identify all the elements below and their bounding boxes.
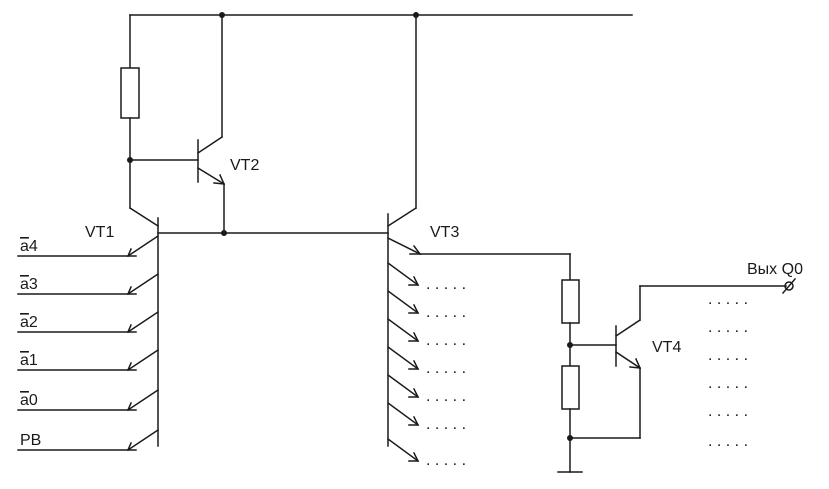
input-label-letter: PB (20, 432, 41, 449)
continuation-marker: . . . . . (426, 388, 466, 405)
emitter-arrow (408, 415, 420, 426)
output-terminal (784, 281, 794, 291)
emitter-arrow (408, 359, 420, 370)
continuation-marker: . . . . . (426, 416, 466, 433)
vt1-emitter (126, 310, 160, 334)
vt1-emitter (126, 388, 160, 412)
input-label: a1 (20, 352, 38, 369)
vt1-emitter (126, 348, 160, 372)
input-label-letter: a (20, 392, 29, 409)
continuation-marker: . . . . . (708, 291, 748, 308)
input-label-letter: a (20, 352, 29, 369)
input-label-index: 0 (29, 392, 38, 409)
input-label-index: 3 (29, 276, 38, 293)
junction-dot (221, 230, 227, 236)
vt1-label: VT1 (85, 224, 114, 241)
emitter-arrow (408, 387, 420, 398)
continuation-marker: . . . . . (426, 332, 466, 349)
input-label-index: 4 (29, 238, 38, 255)
emitter-arrow (408, 303, 420, 314)
output-label: Вых Q0 (747, 261, 803, 278)
output-continuation-dots: . . . . . . . . . . . . . . . . . . . . . . … (708, 291, 748, 450)
continuation-marker: . . . . . (708, 433, 748, 450)
input-label: a4 (20, 238, 38, 255)
vt3-emitter (386, 289, 420, 315)
vt1-emitter (126, 272, 160, 296)
vt3-emitter (386, 261, 420, 287)
emitter-arrow (408, 275, 420, 286)
emitter-arrow (408, 331, 420, 342)
continuation-marker: . . . . . (426, 304, 466, 321)
vt3-continuation-dots: . . . . . . . . . . . . . . . . . . . . . . … (426, 276, 466, 469)
emitter-arrow (408, 451, 420, 462)
input-label: a0 (20, 392, 38, 409)
continuation-marker: . . . . . (426, 360, 466, 377)
continuation-marker: . . . . . (426, 276, 466, 293)
continuation-marker: . . . . . (708, 375, 748, 392)
vt3-emitter (386, 317, 420, 343)
vt3-emitter (386, 345, 420, 371)
continuation-marker: . . . . . (426, 452, 466, 469)
vt4-label: VT4 (652, 339, 681, 356)
input-label: a3 (20, 276, 38, 293)
vt3-emitters (386, 261, 420, 463)
output-terminal-slash (781, 277, 797, 295)
vt3-emitter (386, 401, 420, 427)
input-label-letter: a (20, 314, 29, 331)
vt1-emitter (126, 428, 160, 452)
transistor-vt3 (386, 14, 571, 447)
input-label: a2 (20, 314, 38, 331)
continuation-marker: . . . . . (708, 347, 748, 364)
vt3-emitter (386, 437, 420, 463)
transistor-vt2 (196, 14, 226, 234)
vt1-emitter (126, 234, 160, 258)
continuation-marker: . . . . . (708, 319, 748, 336)
input-label-letter: a (20, 276, 29, 293)
input-label-letter: a (20, 238, 29, 255)
resistor-r3 (561, 365, 580, 410)
input-label: PB (20, 432, 41, 449)
resistor-r2 (561, 279, 580, 324)
vt3-label: VT3 (430, 224, 459, 241)
resistor-r1 (120, 67, 140, 119)
continuation-marker: . . . . . (708, 403, 748, 420)
transistor-vt1 (128, 206, 160, 447)
input-label-index: 1 (29, 352, 38, 369)
input-label-index: 2 (29, 314, 38, 331)
vt3-emitter (386, 373, 420, 399)
vt1-emitters (126, 234, 160, 452)
vt2-label: VT2 (230, 157, 259, 174)
transistor-vt4 (614, 285, 787, 439)
